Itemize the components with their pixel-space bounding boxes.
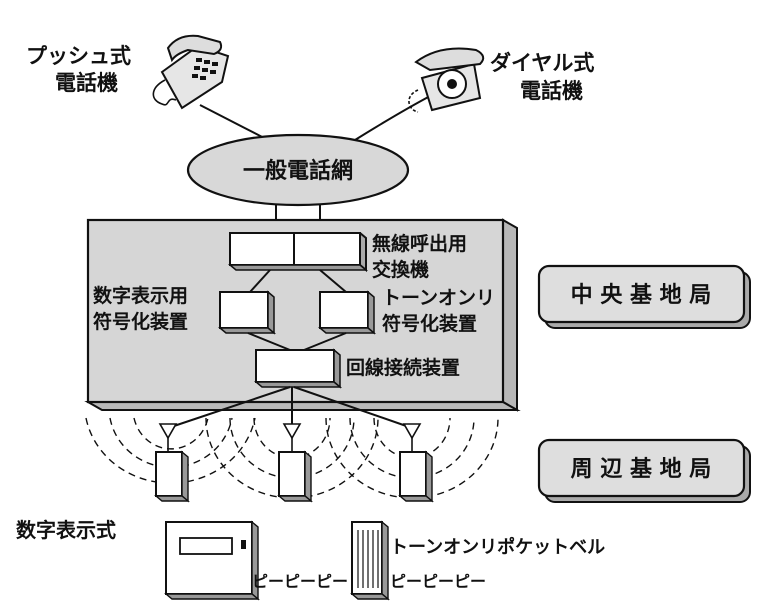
peripheral-antenna-right	[398, 423, 434, 503]
push-button-phone-icon	[152, 34, 230, 110]
tone-pager-beep: ピーピーピー	[390, 572, 486, 591]
tone-pager-icon	[350, 520, 390, 601]
tone-encoder-box	[317, 290, 377, 335]
numeric-pager-label: 数字表示式	[16, 518, 116, 542]
push-phone-label-line2: 電話機	[55, 71, 118, 95]
line-connection-box	[253, 348, 343, 389]
link-left	[167, 386, 291, 429]
rotary-dial-phone-icon	[408, 47, 485, 113]
dial-phone-label-line2: 電話機	[520, 79, 583, 103]
paging-exchange-box	[227, 232, 369, 273]
numeric-encoder-box	[217, 290, 277, 335]
peripheral-station-label: 周 辺 基 地 局	[571, 457, 712, 482]
exchange-label-line2: 交換機	[372, 258, 429, 281]
tone-pager-label: トーンオンリポケットベル	[390, 536, 605, 558]
dial-phone-line	[354, 94, 433, 141]
push-phone-line	[199, 104, 269, 141]
numeric-pager-icon	[164, 520, 260, 601]
numeric-connector-line	[247, 332, 291, 351]
exchange-numeric-line	[249, 269, 271, 293]
exchange-label-line1: 無線呼出用	[372, 232, 467, 255]
peripheral-antenna-left	[154, 423, 190, 503]
line-connector-label: 回線接続装置	[346, 356, 460, 379]
link-right	[293, 386, 413, 429]
tone-connector-line	[303, 332, 347, 351]
network-ellipse	[186, 133, 410, 207]
numeric-encoder-label-line2: 符号化装置	[93, 310, 188, 333]
central-station-tag	[537, 264, 751, 329]
peripheral-antenna-center	[277, 423, 313, 503]
numeric-encoder-label-line1: 数字表示用	[93, 284, 188, 307]
exchange-tone-line	[319, 269, 347, 293]
peripheral-station-tag	[537, 438, 751, 503]
tone-encoder-label-line1: トーンオンリ	[382, 287, 495, 309]
network-label: 一般電話網	[243, 158, 353, 184]
tone-encoder-label-line2: 符号化装置	[382, 312, 477, 335]
push-phone-label-line1: プッシュ式	[26, 44, 131, 68]
central-station-label: 中 央 基 地 局	[571, 282, 712, 308]
numeric-pager-beep: ピーピーピー	[252, 572, 348, 591]
dial-phone-label-line1: ダイヤル式	[490, 51, 594, 75]
